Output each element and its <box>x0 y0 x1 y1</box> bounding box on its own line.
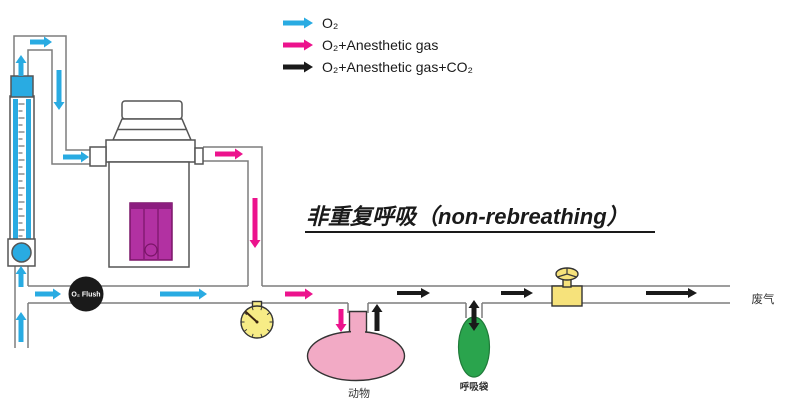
vaporizer <box>89 100 204 268</box>
diagram-title: 非重复呼吸（non-rebreathing） <box>305 204 655 233</box>
pipe-loop-inner <box>27 49 92 165</box>
vaporizer-collar <box>105 139 196 163</box>
co2-arrow-to-waste <box>646 288 697 298</box>
animal-neck <box>348 310 368 333</box>
pipe-loop-outer <box>13 35 92 151</box>
flowmeter <box>7 75 36 267</box>
flow-arrows <box>15 36 697 342</box>
flowmeter-float-column-right <box>26 99 31 239</box>
o2-arrow-main-before-flush <box>35 288 61 300</box>
anesthetic-arrow-vaporizer-out <box>215 148 243 160</box>
o2-arrow-into-vaporizer <box>63 151 89 163</box>
valve-handle-spokes <box>557 268 577 278</box>
pipe-network <box>13 35 730 348</box>
flowmeter-scale-ticks <box>18 103 25 237</box>
title-text: 非重复呼吸（non-rebreathing） <box>306 204 629 229</box>
o2-arrow-loop-right <box>30 36 52 48</box>
gauge-needle <box>245 311 258 323</box>
legend-label-o2: O₂ <box>322 15 338 31</box>
breathing-bag-label: 呼吸袋 <box>460 381 489 393</box>
flowmeter-top-cap <box>10 75 34 98</box>
animal-body <box>306 330 406 382</box>
pipe-bag-branch <box>465 303 483 318</box>
o2-flush-button: O₂ Flush <box>68 276 104 312</box>
o2-arrow-flowmeter-top-up <box>15 55 27 76</box>
legend-arrow-co2 <box>283 61 313 73</box>
pipe-vaporizer-out-outer <box>203 146 263 286</box>
gauge-needle-hub <box>255 320 259 324</box>
o2-arrow-supply-up-lower <box>15 312 27 342</box>
co2-arrow-from-animal-up <box>371 304 383 331</box>
animal-bag: 动物 <box>306 310 406 400</box>
vaporizer-window-dividers <box>143 209 159 259</box>
anesthetic-arrow-down-to-main <box>249 198 261 248</box>
vaporizer-window-port <box>144 243 158 257</box>
anesthetic-arrow-to-animal-down <box>335 309 347 332</box>
valve-body <box>551 285 583 307</box>
vaporizer-sight-window <box>129 202 173 261</box>
pressure-gauge <box>240 300 274 339</box>
pipe-animal-branch <box>347 303 369 313</box>
breathing-bag: 呼吸袋 <box>457 316 491 393</box>
legend-label-co2: O₂+Anesthetic gas+CO₂ <box>322 59 473 75</box>
o2-arrow-loop-down <box>53 70 65 110</box>
legend-arrow-anesthetic <box>283 39 313 51</box>
o2-arrow-supply-up-upper <box>15 266 27 287</box>
vaporizer-outlet-port <box>194 147 204 165</box>
vaporizer-inlet-port <box>89 146 107 167</box>
animal-label: 动物 <box>348 386 370 400</box>
animal-neck-seam-patch <box>351 329 365 336</box>
legend-label-anesthetic: O₂+Anesthetic gas <box>322 37 438 53</box>
vaporizer-cap <box>121 100 183 120</box>
co2-arrow-main-2 <box>501 288 533 298</box>
pipe-vaporizer-out-inner <box>203 160 249 286</box>
co2-arrow-main-1 <box>397 288 430 298</box>
o2-flush-circle <box>68 276 104 312</box>
anesthetic-arrow-main <box>285 288 313 300</box>
legend-arrow-o2 <box>283 17 313 29</box>
flowmeter-knob <box>11 242 32 263</box>
co2-arrow-bag-bidirectional <box>468 300 480 331</box>
gauge-ticks <box>241 307 273 337</box>
o2-flush-label: O₂ Flush <box>71 292 100 299</box>
waste-gas-label: 废气 <box>752 292 775 306</box>
legend: O₂ O₂+Anesthetic gas O₂+Anesthetic gas+C… <box>283 15 473 75</box>
vaporizer-liquid-level <box>130 203 172 209</box>
valve <box>551 267 583 307</box>
o2-arrow-main-after-flush <box>160 288 207 300</box>
flowmeter-float-column-left <box>13 99 18 239</box>
